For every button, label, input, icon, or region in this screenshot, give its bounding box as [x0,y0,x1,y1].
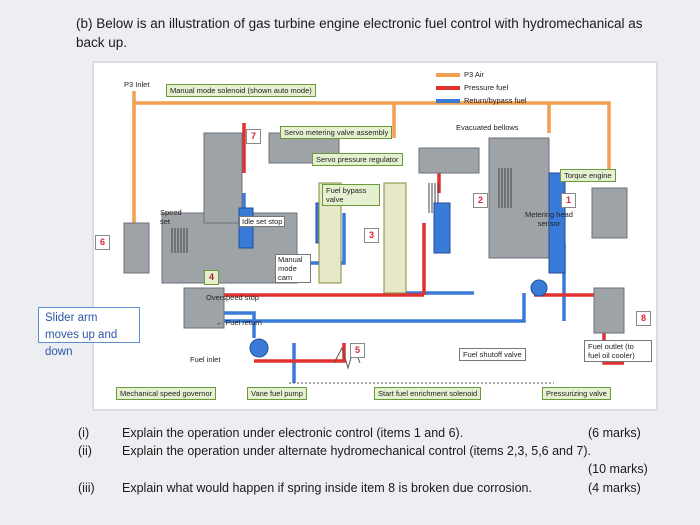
fuel-control-diagram: P3 Air Pressure fuel Return/bypass fuel … [93,62,657,410]
label-vane-fuel-pump: Vane fuel pump [247,387,307,400]
label-p3-inlet: P3 Inlet [124,80,150,89]
legend-p3-air: P3 Air [436,70,484,79]
slider-arm-note: Slider arm moves up and down [38,307,140,358]
legend-label: Pressure fuel [464,83,509,92]
label-servo-pressure-regulator: Servo pressure regulator [312,153,403,166]
label-idle-set-stop: Idle set stop [239,216,286,227]
label-evacuated-bellows: Evacuated bellows [456,123,519,132]
item-number-2: 2 [473,193,488,208]
legend-label: Return/bypass fuel [464,96,527,105]
label-fuel-bypass-valve: Fuel bypass valve [322,184,380,206]
label-fuel-outlet: Fuel outlet (to fuel oil cooler) [584,340,652,362]
question-number: (ii) [78,444,92,458]
label-fuel-return-text: Fuel return [225,318,262,327]
label-overspeed-stop: Overspeed stop [206,293,259,302]
label-manual-mode-cam: Manual mode cam [275,254,311,283]
legend-swatch-return-bypass [436,99,460,104]
item-number-1: 1 [561,193,576,208]
question-number: (iii) [78,481,95,495]
label-fuel-inlet: Fuel inlet [190,355,221,364]
question-marks: (10 marks) [588,462,648,476]
item-number-7: 7 [246,129,261,144]
question-marks: (4 marks) [588,481,641,495]
question-text: Explain what would happen if spring insi… [122,481,532,495]
legend-label: P3 Air [464,70,485,79]
question-text: Explain the operation under electronic c… [122,426,464,440]
label-fuel-return: ← Fuel return [216,318,262,327]
question-number: (i) [78,426,90,440]
legend-swatch-pressure-fuel [436,86,460,91]
label-mechanical-speed-governor: Mechanical speed governor [116,387,217,400]
label-speed-set: Speed set [160,208,182,226]
item-number-5: 5 [350,343,365,358]
legend-return-bypass: Return/bypass fuel [436,96,527,105]
label-servo-metering-valve: Servo metering valve assembly [280,126,393,139]
label-fuel-shutoff-valve: Fuel shutoff valve [459,348,526,361]
question-text: Explain the operation under alternate hy… [122,444,592,458]
item-number-3: 3 [364,228,379,243]
label-pressurizing-valve: Pressurizing valve [542,387,611,400]
label-torque-engine: Torque engine [560,169,616,182]
item-number-8: 8 [636,311,651,326]
legend-pressure-fuel: Pressure fuel [436,83,508,92]
question-header: (b) Below is an illustration of gas turb… [76,16,643,50]
question-marks: (6 marks) [588,426,641,440]
item-number-6: 6 [95,235,110,250]
label-start-fuel-enrichment-solenoid: Start fuel enrichment solenoid [374,387,482,400]
item-number-4: 4 [204,270,219,285]
label-metering-head-sensor: Metering head sensor [525,210,573,228]
legend-swatch-p3-air [436,73,460,78]
label-manual-mode-solenoid: Manual mode solenoid (shown auto mode) [166,84,316,97]
